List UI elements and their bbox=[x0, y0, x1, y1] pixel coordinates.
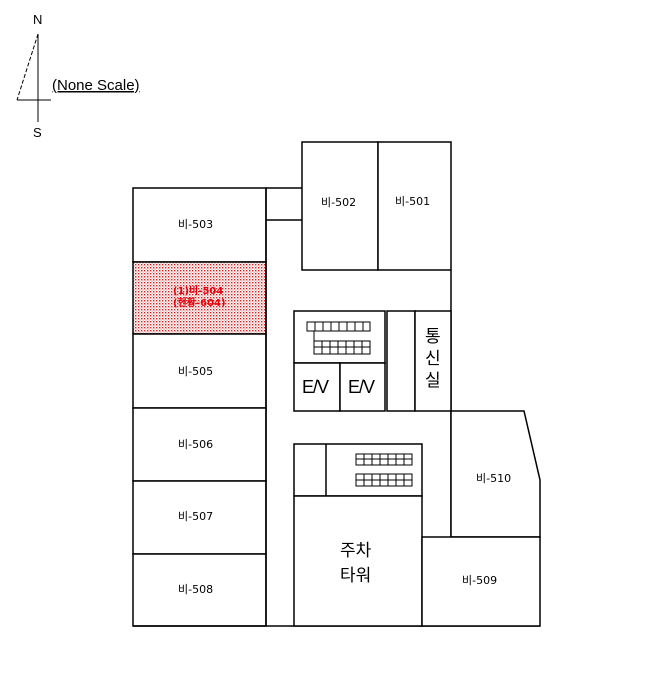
label-b501: 비-501 bbox=[395, 195, 430, 208]
elevator-1 bbox=[293, 362, 341, 412]
label-b508: 비-508 bbox=[178, 583, 213, 596]
room-b501 bbox=[377, 141, 452, 271]
room-b506 bbox=[132, 407, 267, 482]
scale-note: (None Scale) bbox=[52, 77, 140, 94]
room-b504-highlighted bbox=[132, 261, 267, 335]
compass-south-label: S bbox=[33, 125, 42, 140]
label-telecom-2: 신 bbox=[425, 349, 441, 369]
label-b503: 비-503 bbox=[178, 218, 213, 231]
stair-core-south bbox=[293, 443, 423, 497]
label-b506: 비-506 bbox=[178, 438, 213, 451]
elevator-2 bbox=[339, 362, 386, 412]
label-b504-line2: (현황-604) bbox=[173, 296, 226, 309]
label-elevator-2: E/V bbox=[348, 377, 375, 397]
label-parking-tower-line1: 주차 bbox=[340, 541, 372, 561]
room-b505 bbox=[132, 333, 267, 409]
stair-core-north bbox=[293, 310, 386, 364]
label-b507: 비-507 bbox=[178, 510, 213, 523]
label-b510: 비-510 bbox=[476, 472, 511, 485]
label-b509: 비-509 bbox=[462, 574, 497, 587]
label-telecom-3: 실 bbox=[425, 371, 441, 391]
parking-tower bbox=[293, 495, 423, 627]
stair-icon bbox=[355, 453, 413, 487]
label-b502: 비-502 bbox=[321, 196, 356, 209]
room-b510 bbox=[450, 410, 541, 538]
north-arrow-icon: N S bbox=[16, 12, 51, 140]
room-b508 bbox=[132, 553, 267, 627]
room-telecom bbox=[414, 310, 452, 412]
room-b503 bbox=[132, 187, 267, 263]
stair-icon bbox=[306, 321, 371, 355]
label-b504-line1: (1)비-504 bbox=[173, 284, 223, 297]
label-b505: 비-505 bbox=[178, 365, 213, 378]
room-b509 bbox=[421, 536, 541, 627]
label-telecom-1: 통 bbox=[425, 327, 441, 347]
compass-north-label: N bbox=[33, 12, 42, 27]
shaft bbox=[386, 310, 416, 412]
label-parking-tower-line2: 타워 bbox=[340, 566, 371, 586]
label-elevator-1: E/V bbox=[302, 377, 329, 397]
